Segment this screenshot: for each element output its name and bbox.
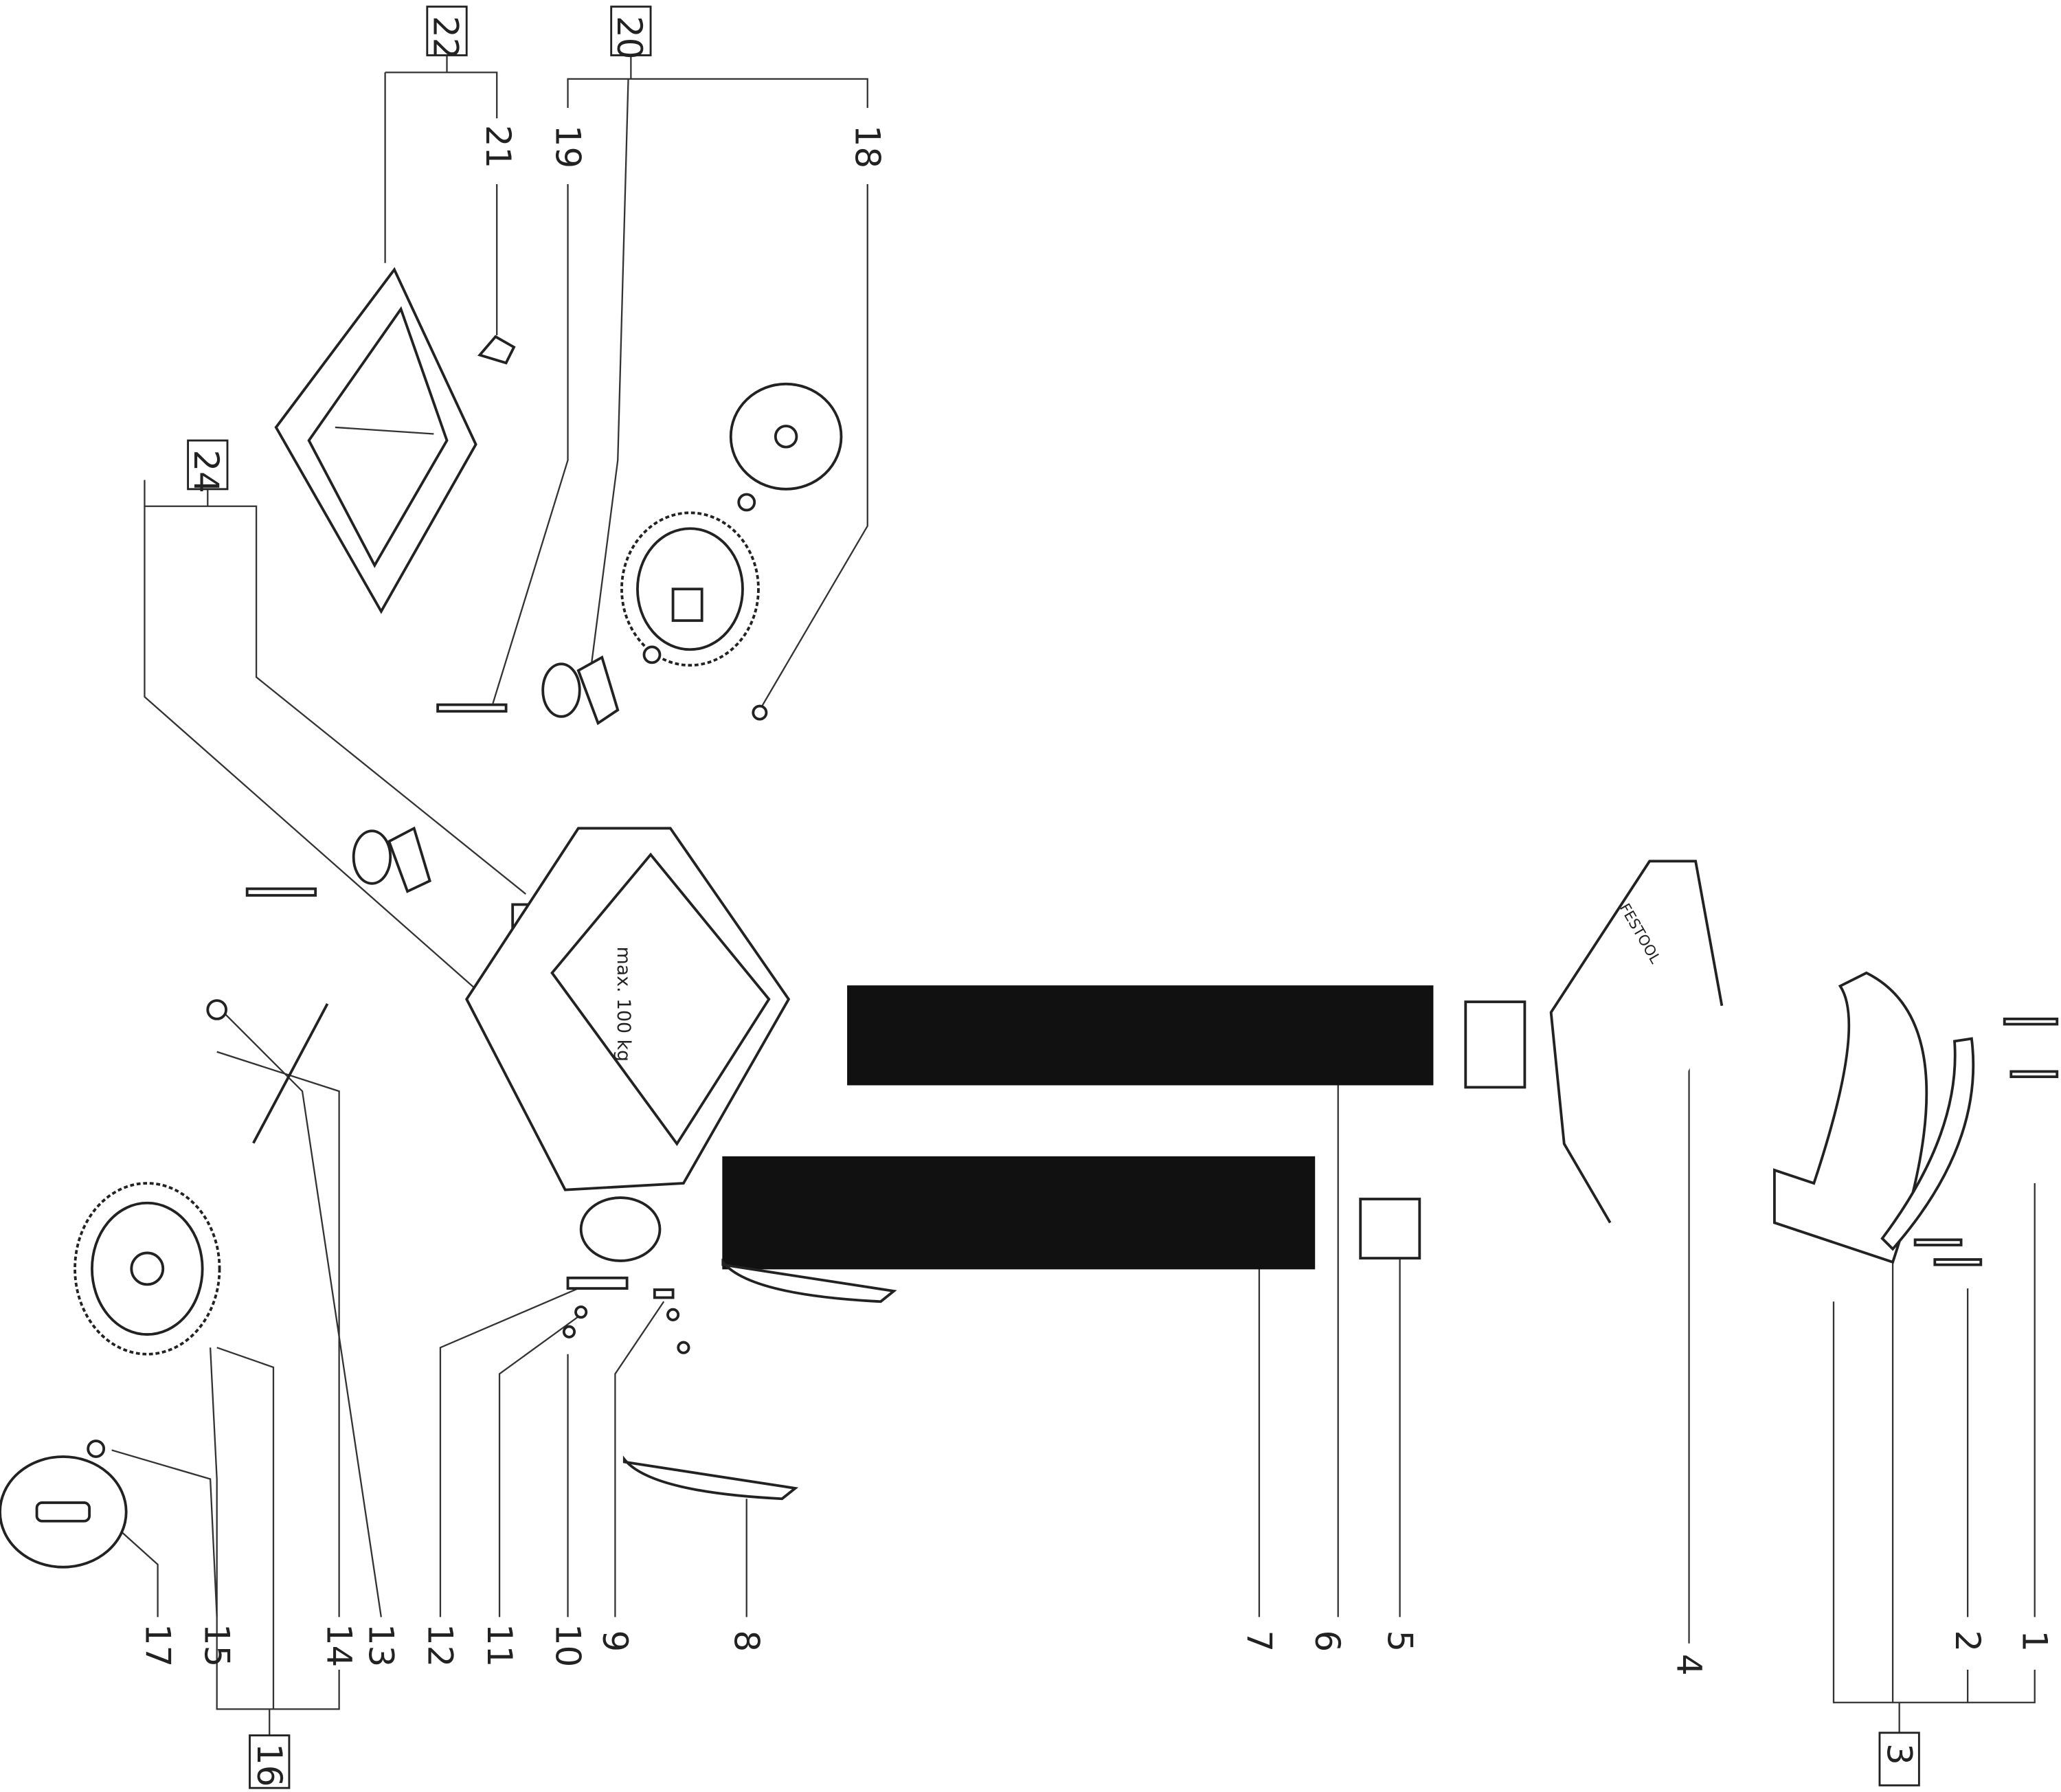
strip-2	[1880, 1037, 1975, 1251]
handle-4: FESTOOL	[1549, 860, 1724, 1224]
callout-16: 16	[249, 1743, 289, 1787]
end-support-3	[1772, 971, 1928, 1264]
callout-9: 9	[595, 1631, 635, 1653]
leader-lines	[111, 55, 2036, 1736]
frame-marking: max. 100 kg	[613, 947, 634, 1062]
washer	[737, 493, 756, 512]
runner-8	[721, 1258, 897, 1303]
callout-7: 7	[1239, 1631, 1279, 1653]
callout-14: 14	[319, 1624, 359, 1667]
screws-1	[1913, 1017, 2059, 1266]
callout-21: 21	[478, 125, 518, 168]
hubcap-17	[0, 1455, 128, 1569]
rail-6	[847, 985, 1434, 1086]
runner-8b	[622, 1455, 799, 1501]
callout-labels: 22 21 20 19 18 24 17 15 16 14 13 12 11 1…	[137, 5, 2055, 1789]
callout-8: 8	[727, 1631, 767, 1653]
callout-6: 6	[1307, 1631, 1347, 1653]
callout-22: 22	[425, 16, 465, 59]
callout-3: 3	[1879, 1743, 1919, 1765]
callout-5: 5	[1379, 1631, 1419, 1653]
wheel-16	[74, 1182, 221, 1356]
caster-20	[541, 655, 620, 726]
callout-12: 12	[420, 1624, 460, 1667]
callout-2: 2	[1948, 1631, 1987, 1653]
callout-4: 4	[1669, 1654, 1709, 1676]
small-hardware	[562, 1276, 690, 1354]
callout-17: 17	[137, 1624, 177, 1667]
clip-21	[477, 335, 516, 365]
rail-7	[722, 1156, 1316, 1270]
callout-15: 15	[196, 1624, 236, 1667]
washer	[642, 645, 662, 664]
callout-10: 10	[548, 1624, 587, 1667]
bolt	[245, 887, 317, 897]
hubcap-18-top	[729, 382, 843, 491]
washer-15	[87, 1440, 106, 1458]
washer-14	[206, 999, 227, 1020]
callout-24: 24	[186, 449, 226, 493]
callout-1: 1	[2015, 1631, 2055, 1653]
end-cap-5	[1359, 1198, 1421, 1260]
axle-13	[252, 1003, 329, 1144]
callout-20: 20	[609, 16, 649, 59]
wheel-top	[620, 511, 760, 667]
nut-18	[752, 704, 768, 721]
end-cap-5-top	[1464, 1000, 1527, 1089]
callout-13: 13	[361, 1624, 401, 1667]
callout-18: 18	[848, 125, 888, 168]
caster-24	[352, 826, 431, 893]
main-frame: max. 100 kg	[464, 827, 791, 1262]
callout-19: 19	[548, 125, 587, 168]
callout-11: 11	[480, 1624, 519, 1667]
tray-22	[274, 267, 477, 614]
bolt-19	[436, 703, 508, 713]
